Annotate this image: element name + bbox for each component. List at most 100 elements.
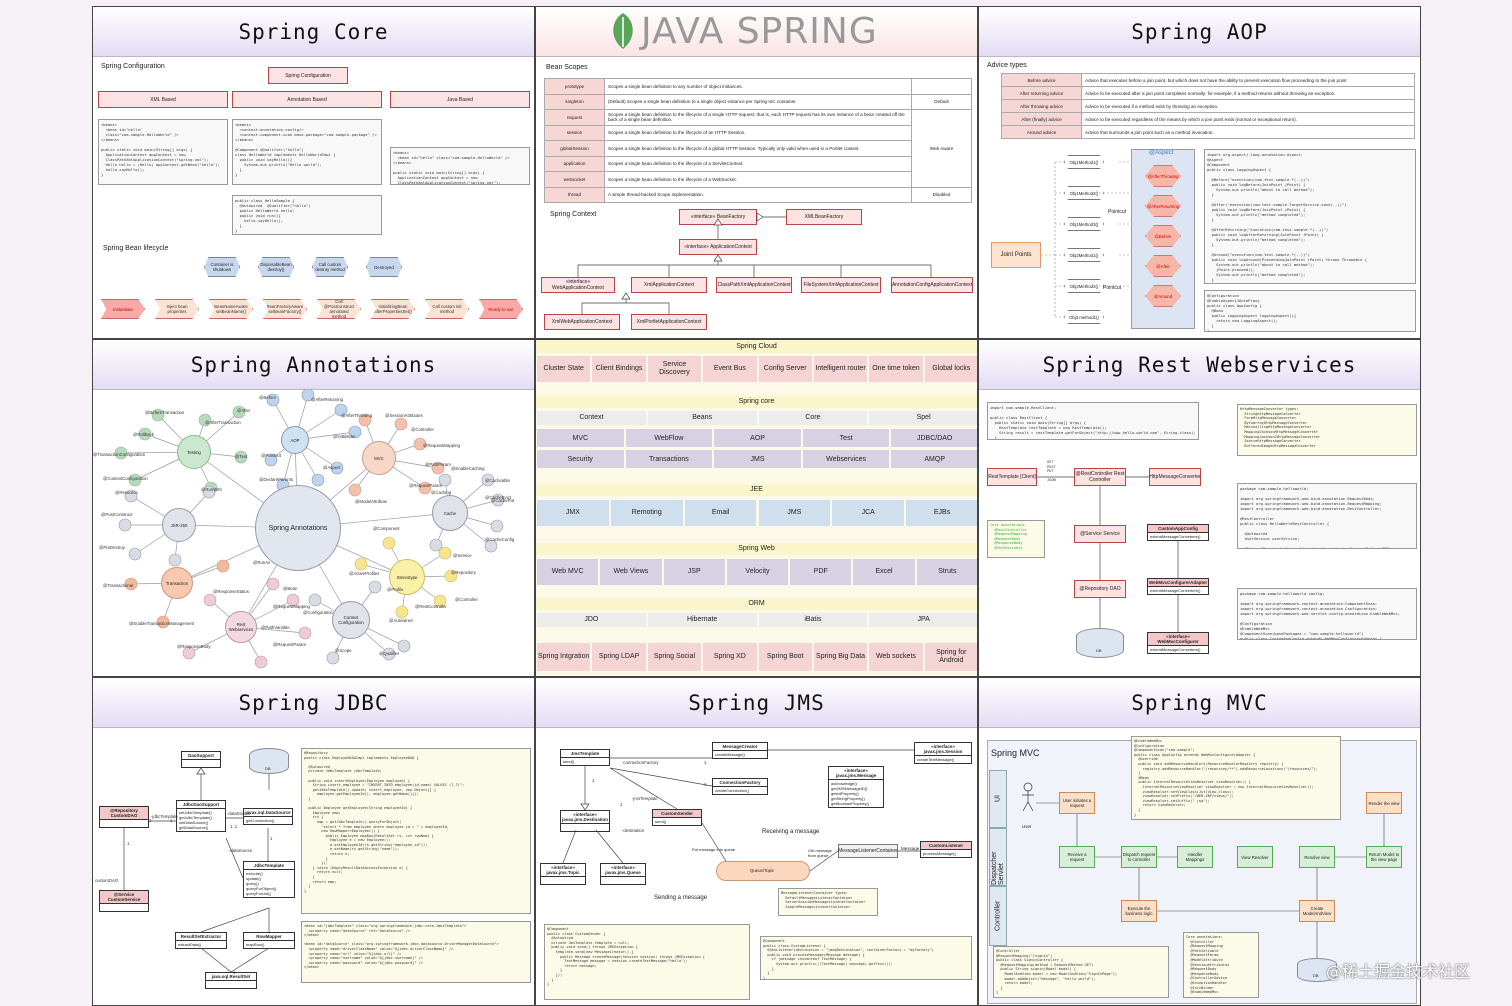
jdbc-dao-code: @Repository public class EmployeeDAOImpl… (301, 748, 531, 914)
aspect-code: import org.aspectj.lang.annotation.Aspec… (1204, 149, 1416, 284)
leaf-node (124, 577, 138, 591)
core-item: WebFlow (625, 429, 713, 447)
container-types: MessageListenerContainer types: DefaultM… (778, 888, 878, 916)
scope-desc: (Default) Scopes a single bean definitio… (604, 93, 912, 110)
repository-class: @Repository CustomDAO (99, 806, 149, 828)
cloud-item: Service Discovery (647, 356, 702, 382)
annotation-tag: @After (237, 408, 251, 413)
leaf-node (413, 437, 427, 451)
leaf-node (358, 413, 372, 427)
project-item: Spring Big Data (813, 643, 868, 671)
annotation-tag: @AfterTransaction (205, 420, 241, 425)
annotation-tag: @Resource (115, 490, 138, 495)
cloud-item: Intelligent router (813, 356, 868, 382)
annotation-tag: @BeforeTransaction (145, 410, 185, 415)
annotation-tag: @AfterReturning (311, 397, 344, 402)
jee-item: JCA (832, 500, 905, 526)
leaf-node (354, 557, 368, 571)
panel-spring-jdbc: Spring JDBC DaoSupport DB JdbcDaoSupport… (92, 677, 535, 1006)
queue-label: Queue/Topic (750, 868, 775, 873)
lifecycle-top-step: Destroyed (366, 257, 402, 277)
resttemplate-box: RestTemplate [Client] (987, 468, 1037, 486)
jee-item: Remoting (610, 500, 683, 526)
webmvcif-name: «interface» WebMvcConfigurer (1148, 633, 1208, 646)
project-item: Spring Intgration (537, 643, 591, 671)
annotation-tag: @Autowired (389, 618, 413, 623)
code-hello: public class HelloSample { @Autowired @Q… (232, 195, 382, 235)
model-box: Create ModelAndView (1299, 900, 1335, 922)
context-arrows (577, 212, 932, 314)
annotation-tag: @Rollback (133, 432, 154, 437)
panel-title: Spring Annotations (93, 340, 534, 390)
jmstemplate-body: send() (563, 759, 575, 764)
method-node: Obj3.method1() (1064, 310, 1104, 324)
web-title: Spring Web (536, 543, 977, 555)
annotation-tag: @Test (235, 454, 248, 459)
web-item: Velocity (726, 559, 789, 585)
destination-name: «interface» javax.jms.Destination (561, 811, 609, 824)
rse-name: ResultSetExtractor (176, 933, 226, 941)
annotation-tag: @CachePut (491, 498, 515, 503)
orm-item: JPA (869, 613, 977, 627)
lifecycle-step: Inject bean properties (155, 299, 199, 319)
leaf-node (202, 485, 216, 499)
annotation-tag: @Pointcut (261, 453, 281, 458)
code-annotation: <beans> <context:annotation-config/> <co… (232, 119, 382, 185)
leaf-node (490, 519, 504, 533)
leaf-node (382, 536, 396, 550)
annotation-tag: @ContextConfiguration (103, 476, 148, 481)
leaf-node (198, 413, 212, 427)
annotation-tag: @ResponseBody (177, 644, 211, 649)
web-item: Web Views (600, 559, 662, 585)
datasource-name: javax.sql.DataSource (244, 809, 292, 817)
jdbc-multiplicity: 1 (149, 818, 152, 823)
flow-step: Receive a request (1059, 846, 1095, 868)
annotation-tag: @PreDestroy (99, 545, 125, 550)
annotation-tag: @PostConstruct (101, 512, 133, 517)
core-item: Context (537, 411, 646, 425)
leaf-node (182, 646, 196, 660)
advice-name: Around advice (1001, 125, 1082, 139)
leaf-node (203, 593, 217, 607)
queue-class: «interface» javax.jms.Queue (600, 863, 646, 885)
user-label: User (1022, 824, 1032, 829)
flow-step: Handler Mappings (1177, 846, 1213, 868)
leaf-node (311, 473, 325, 487)
annotation-tag: @Repository (451, 570, 476, 575)
cloud-item: Cluster State (537, 356, 591, 382)
project-item: Spring Social (647, 643, 702, 671)
leaf-node (216, 559, 230, 573)
leaf-node (156, 615, 170, 629)
lifecycle-top-step: Container is shutdown (204, 257, 240, 277)
leaf-node (348, 483, 362, 497)
jdbc-multiplicity: 1..1 (230, 824, 238, 829)
rest-controller-code: package com.sample.helloworld; import or… (1237, 483, 1417, 549)
annotation-tag: @Aspect (323, 465, 341, 470)
annotation-tag: @InitBinder (333, 434, 356, 439)
mvc-db-cylinder (1297, 958, 1337, 982)
code-xml: <beans> <bean id="hello" class="com.samp… (98, 119, 228, 185)
hub-node: Cache (432, 495, 468, 531)
leaf-node (326, 651, 340, 665)
listenercontainer-box: MessageListenerContainer (838, 844, 898, 858)
mvc-arrows (1036, 802, 1385, 958)
jdbc-multiplicity: 1 (270, 836, 273, 841)
hub-node: Rest Webservices (225, 611, 257, 643)
config-title: Spring Configuration (101, 63, 165, 70)
annotation-mindmap (114, 388, 505, 669)
http-methods: GET POST PUT JSON (1047, 460, 1056, 483)
webimpl-0: XmlWebApplicationContext (544, 314, 620, 330)
jdbc-multiplicity: -dataSource (229, 848, 253, 853)
advice-node: @AfterReturning (1145, 195, 1181, 217)
webmvc-method: extendMessageConverters() (1150, 588, 1201, 593)
annotation-tag: @RequestParam (273, 642, 307, 647)
jdbc-multiplicity: 1 (170, 818, 173, 823)
